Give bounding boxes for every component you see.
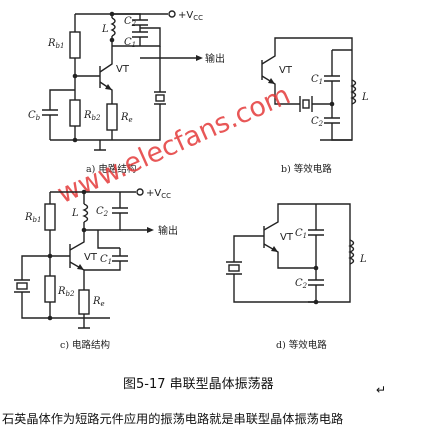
svg-text:Rb1: Rb1 [47,38,64,50]
resistor-rb2 [69,99,81,127]
svg-text:a) 电路结构: a) 电路结构 [86,163,136,175]
circuit-b: VT C1 C2 L b) 等效电路 [261,37,369,175]
svg-text:Re: Re [92,296,105,308]
svg-text:Rb2: Rb2 [83,110,101,122]
svg-text:VT: VT [279,65,293,76]
svg-text:c) 电路结构: c) 电路结构 [60,339,110,351]
svg-text:Rb1: Rb1 [24,212,41,224]
description-text: 石英晶体作为短路元件应用的振荡电路就是串联型晶体振荡电路 [2,411,343,426]
svg-text:L: L [361,92,369,103]
svg-text:d) 等效电路: d) 等效电路 [276,339,327,351]
circuit-a: +VCC Rb1 Rb2 Cb VT L [28,10,225,175]
svg-text:VT: VT [116,64,130,75]
svg-text:输出: 输出 [205,52,225,65]
svg-text:C2: C2 [295,278,308,290]
figure-title: 图5-17 串联型晶体振荡器 [123,377,274,392]
svg-text:L: L [71,208,79,219]
svg-text:VT: VT [280,232,294,243]
svg-text:Re: Re [120,112,133,124]
svg-text:C1: C1 [295,228,307,240]
svg-text:C2: C2 [311,116,324,128]
svg-text:输出: 输出 [158,224,178,237]
svg-text:VT: VT [84,252,98,263]
svg-text:C2: C2 [124,16,137,28]
resistor-rb1 [69,31,81,59]
svg-text:+VCC: +VCC [178,10,203,22]
svg-text:Cb: Cb [28,110,41,122]
resistor-re [106,103,118,131]
svg-text:b) 等效电路: b) 等效电路 [281,163,332,175]
watermark: www.elecfans.com [53,79,295,210]
svg-text:C2: C2 [96,206,109,218]
svg-text:C1: C1 [100,254,112,266]
circuit-c: +VCC Rb1 Rb2 VT L C2 [14,188,178,351]
svg-text:+VCC: +VCC [146,188,171,200]
svg-text:C1: C1 [311,74,323,86]
svg-text:L: L [101,24,109,35]
circuit-d: VT C1 C2 L d) 等效电路 [226,203,367,351]
svg-text:L: L [359,254,367,265]
svg-text:Rb2: Rb2 [57,286,75,298]
svg-text:C1: C1 [124,37,136,49]
return-mark: ↵ [376,383,386,397]
